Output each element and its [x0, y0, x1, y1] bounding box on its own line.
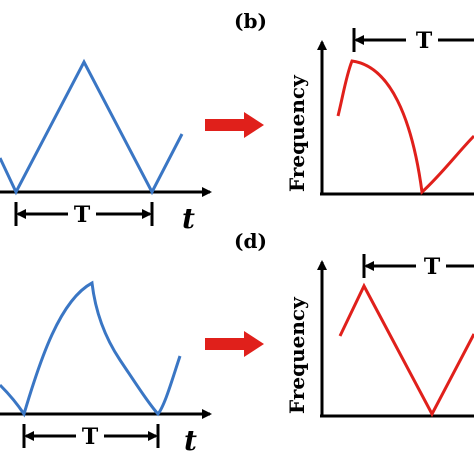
panel-a-period-indicator: T	[14, 202, 154, 228]
panel-d-y-axis-label: Frequency	[285, 296, 309, 414]
panel-c-waveform	[0, 280, 182, 418]
panel-b-waveform	[336, 59, 474, 195]
panel-c: t T	[0, 280, 212, 457]
panel-c-period-indicator: T	[22, 424, 160, 450]
panel-b-y-axis-label: Frequency	[285, 74, 309, 192]
arrow-c-to-d	[205, 331, 264, 357]
arrow-a-to-b	[205, 112, 264, 138]
panel-d: (d) Frequency T	[234, 229, 474, 418]
panel-b-period-label: T	[416, 28, 433, 54]
panel-a-x-axis-label: t	[182, 202, 195, 235]
panel-d-waveform	[338, 282, 474, 418]
panel-a: t T	[0, 58, 212, 235]
panel-d-period-label: T	[424, 254, 441, 280]
panel-b: (b) Frequency T	[234, 9, 474, 196]
panel-a-waveform	[0, 58, 184, 196]
panel-b-label: (b)	[234, 9, 267, 33]
panel-a-period-label: T	[74, 202, 91, 228]
panel-c-period-label: T	[82, 424, 99, 450]
panel-d-period-indicator: T	[362, 254, 474, 280]
panel-d-label: (d)	[234, 229, 267, 253]
panel-c-x-axis-label: t	[184, 424, 197, 457]
panel-b-period-indicator: T	[352, 28, 474, 54]
